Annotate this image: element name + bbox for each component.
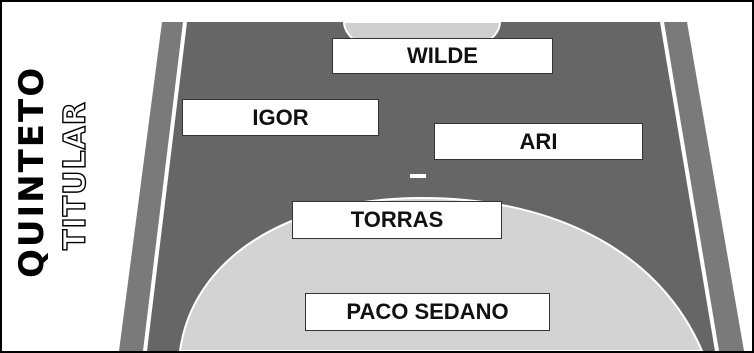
player-label-wilde: WILDE: [332, 38, 553, 74]
title-line-titular: TITULAR: [57, 100, 93, 250]
player-label-ari: ARI: [434, 123, 643, 160]
right-sideline: [660, 21, 719, 351]
side-title: QUINTETO TITULAR: [10, 42, 94, 342]
player-label-paco-sedano: PACO SEDANO: [305, 293, 550, 331]
player-label-igor: IGOR: [182, 99, 379, 136]
penalty-mark: [410, 174, 426, 178]
title-line-quinteto: QUINTETO: [12, 65, 52, 278]
left-sideline: [143, 21, 187, 351]
player-label-torras: TORRAS: [292, 201, 502, 239]
